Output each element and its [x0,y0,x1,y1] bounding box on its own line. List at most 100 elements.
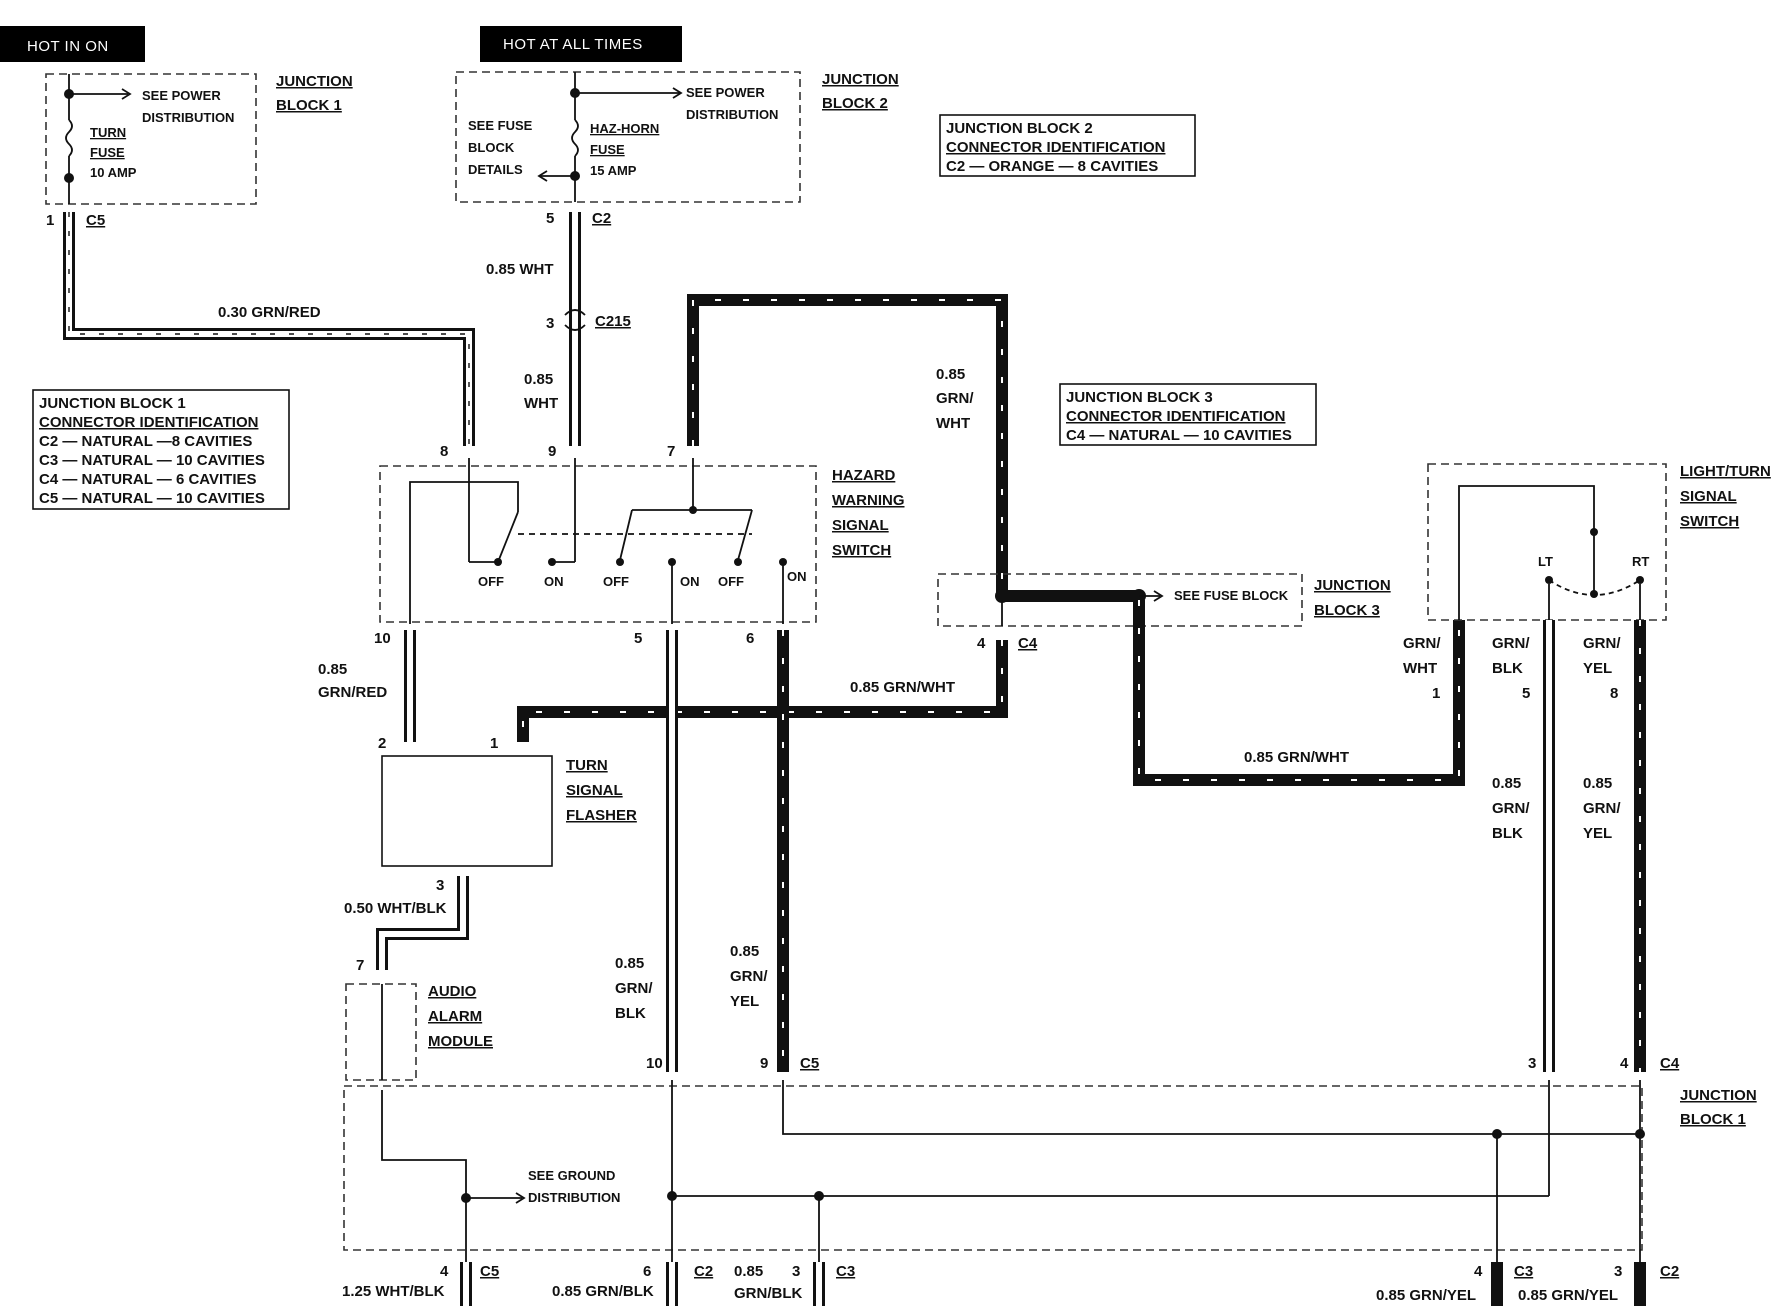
jb1b-see-ground-2: DISTRIBUTION [528,1190,620,1205]
light-switch-lt: LT [1538,554,1553,569]
jb3-see-fuse-block: SEE FUSE BLOCK [1174,588,1289,603]
wire-label-grn-yel-a: 0.85 [730,943,759,960]
wire-label-wht-blk-050: 0.50 WHT/BLK [344,900,447,917]
jb1b-title-2: BLOCK 1 [1680,1111,1746,1128]
bottom-p4-conn: C3 [1514,1263,1533,1280]
jb2-id-line2: CONNECTOR IDENTIFICATION [946,139,1165,156]
jb2-title-2: BLOCK 2 [822,95,888,112]
junction-block-2: SEE POWER DISTRIBUTION SEE FUSE BLOCK DE… [455,71,899,227]
hazard-warning-switch: 8 9 7 OFF ON OFF ON OFF ON HAZARD WARNIN… [374,443,905,647]
jb1-id-line1: JUNCTION BLOCK 1 [39,395,186,412]
jb3-id-line3: C4 — NATURAL — 10 CAVITIES [1066,427,1292,444]
wire-0-85-grn-wht-right [1133,600,1465,786]
jb3-connector-c4: C4 [1018,635,1038,652]
wire-label-grn-blk-a: 0.85 [615,955,644,972]
jb1-id-line5: C4 — NATURAL — 6 CAVITIES [39,471,257,488]
bottom-p2-wire: 0.85 GRN/BLK [552,1283,654,1300]
flasher-pin-2: 2 [378,735,386,752]
jb2-see-fuse-1: SEE FUSE [468,118,533,133]
audio-alarm-title-2: ALARM [428,1008,482,1025]
bottom-p3-conn: C3 [836,1263,855,1280]
jb1-connector-c5: C5 [86,212,105,229]
jb1b-pin-3: 3 [1528,1055,1536,1072]
jb2-fuse-3: 15 AMP [590,163,637,178]
wire-0-85-grn-wht-mid [517,640,1008,742]
junction-block-1-bottom: 10 9 C5 3 4 C4 JUNCTION BLOCK 1 SEE GROU… [343,1055,1757,1262]
jb2-see-fuse-2: BLOCK [468,140,515,155]
jb3-id-line2: CONNECTOR IDENTIFICATION [1066,408,1285,425]
hot-in-on-label: HOT IN ON [27,38,109,55]
c215-connector: C215 [595,313,631,330]
jb1b-title-1: JUNCTION [1680,1087,1757,1104]
jb1-fuse-3: 10 AMP [90,165,137,180]
hazard-pin-10: 10 [374,630,391,647]
jb3-connector-id-box: JUNCTION BLOCK 3 CONNECTOR IDENTIFICATIO… [1059,383,1317,446]
flasher-title-3: FLASHER [566,807,637,824]
bottom-p4-pin: 4 [1474,1263,1483,1280]
jb1b-pin-10: 10 [646,1055,663,1072]
turn-fuse-symbol [65,119,73,157]
light-switch-title-2: SIGNAL [1680,488,1737,505]
jb1-id-line3: C2 — NATURAL —8 CAVITIES [39,433,252,450]
right-wire-label-grn-yel-a: GRN/ [1583,635,1621,652]
c215-pin: 3 [546,315,554,332]
jb3-id-line1: JUNCTION BLOCK 3 [1066,389,1213,406]
bottom-connectors: 4 C5 1.25 WHT/BLK 6 C2 0.85 GRN/BLK 0.85… [342,1262,1679,1306]
audio-alarm-title-3: MODULE [428,1033,493,1050]
light-switch-pin-5: 5 [1522,685,1530,702]
right-wire-label-grn-yel2-a: 0.85 [1583,775,1612,792]
jb2-see-power-1: SEE POWER [686,85,765,100]
bottom-p5-wire: 0.85 GRN/YEL [1518,1287,1618,1304]
jb2-id-line3: C2 — ORANGE — 8 CAVITIES [946,158,1158,175]
right-wire-label-grn-blk-a: GRN/ [1492,635,1530,652]
hazard-pin-5: 5 [634,630,642,647]
jb2-fuse-1: HAZ-HORN [590,121,659,136]
junction-block-3: SEE FUSE BLOCK JUNCTION BLOCK 3 4 C4 [937,573,1391,652]
flasher-pin-1: 1 [490,735,498,752]
wire-label-wht-085: 0.85 WHT [486,261,554,278]
hazard-off-1: OFF [478,574,504,589]
jb1-fuse-1: TURN [90,125,126,140]
light-switch-rt: RT [1632,554,1649,569]
hot-at-all-times-label: HOT AT ALL TIMES [503,36,643,53]
wire-label-grn-yel-c: YEL [730,993,759,1010]
hazard-title-3: SIGNAL [832,517,889,534]
hazard-pin-8: 8 [440,443,448,460]
jb1b-pin-4: 4 [1620,1055,1629,1072]
hazard-title-4: SWITCH [832,542,891,559]
bottom-p5-pin: 3 [1614,1263,1622,1280]
hazard-on-1: ON [544,574,564,589]
jb2-pin-5: 5 [546,210,554,227]
wire-label-wht-b: WHT [524,395,558,412]
flasher-pin-3: 3 [436,877,444,894]
light-switch-title-3: SWITCH [1680,513,1739,530]
hazard-pin-7: 7 [667,443,675,460]
jb2-title-1: JUNCTION [822,71,899,88]
wire-label-grn-yel-b: GRN/ [730,968,768,985]
wire-0-50-wht-blk [376,876,469,970]
right-wire-label-grn-wht-a: GRN/ [1403,635,1441,652]
jb1-title-1: JUNCTION [276,73,353,90]
jb3-title-1: JUNCTION [1314,577,1391,594]
hazard-title-2: WARNING [832,492,905,509]
wire-label-grn-red-a: 0.85 [318,661,347,678]
bottom-p3-pin: 3 [792,1263,800,1280]
wire-label-grn-wht-c: WHT [936,415,970,432]
jb3-pin-4: 4 [977,635,986,652]
hot-in-on-header: HOT IN ON [0,26,145,62]
jb1-connector-id-box: JUNCTION BLOCK 1 CONNECTOR IDENTIFICATIO… [32,389,290,510]
wire-0-85-grn-wht-top [687,294,1008,594]
hazard-on-2: ON [680,574,700,589]
wire-label-grn-blk-b: GRN/ [615,980,653,997]
bottom-p2-conn: C2 [694,1263,713,1280]
jb1-title-2: BLOCK 1 [276,97,342,114]
jb2-see-fuse-3: DETAILS [468,162,523,177]
jb1b-see-ground-1: SEE GROUND [528,1168,615,1183]
right-wire-label-grn-blk2-b: GRN/ [1492,800,1530,817]
hazard-pin-6: 6 [746,630,754,647]
jb1-see-power-2: DISTRIBUTION [142,110,234,125]
jb2-see-power-2: DISTRIBUTION [686,107,778,122]
wire-label-grn-red-b: GRN/RED [318,684,387,701]
audio-alarm-title-1: AUDIO [428,983,477,1000]
